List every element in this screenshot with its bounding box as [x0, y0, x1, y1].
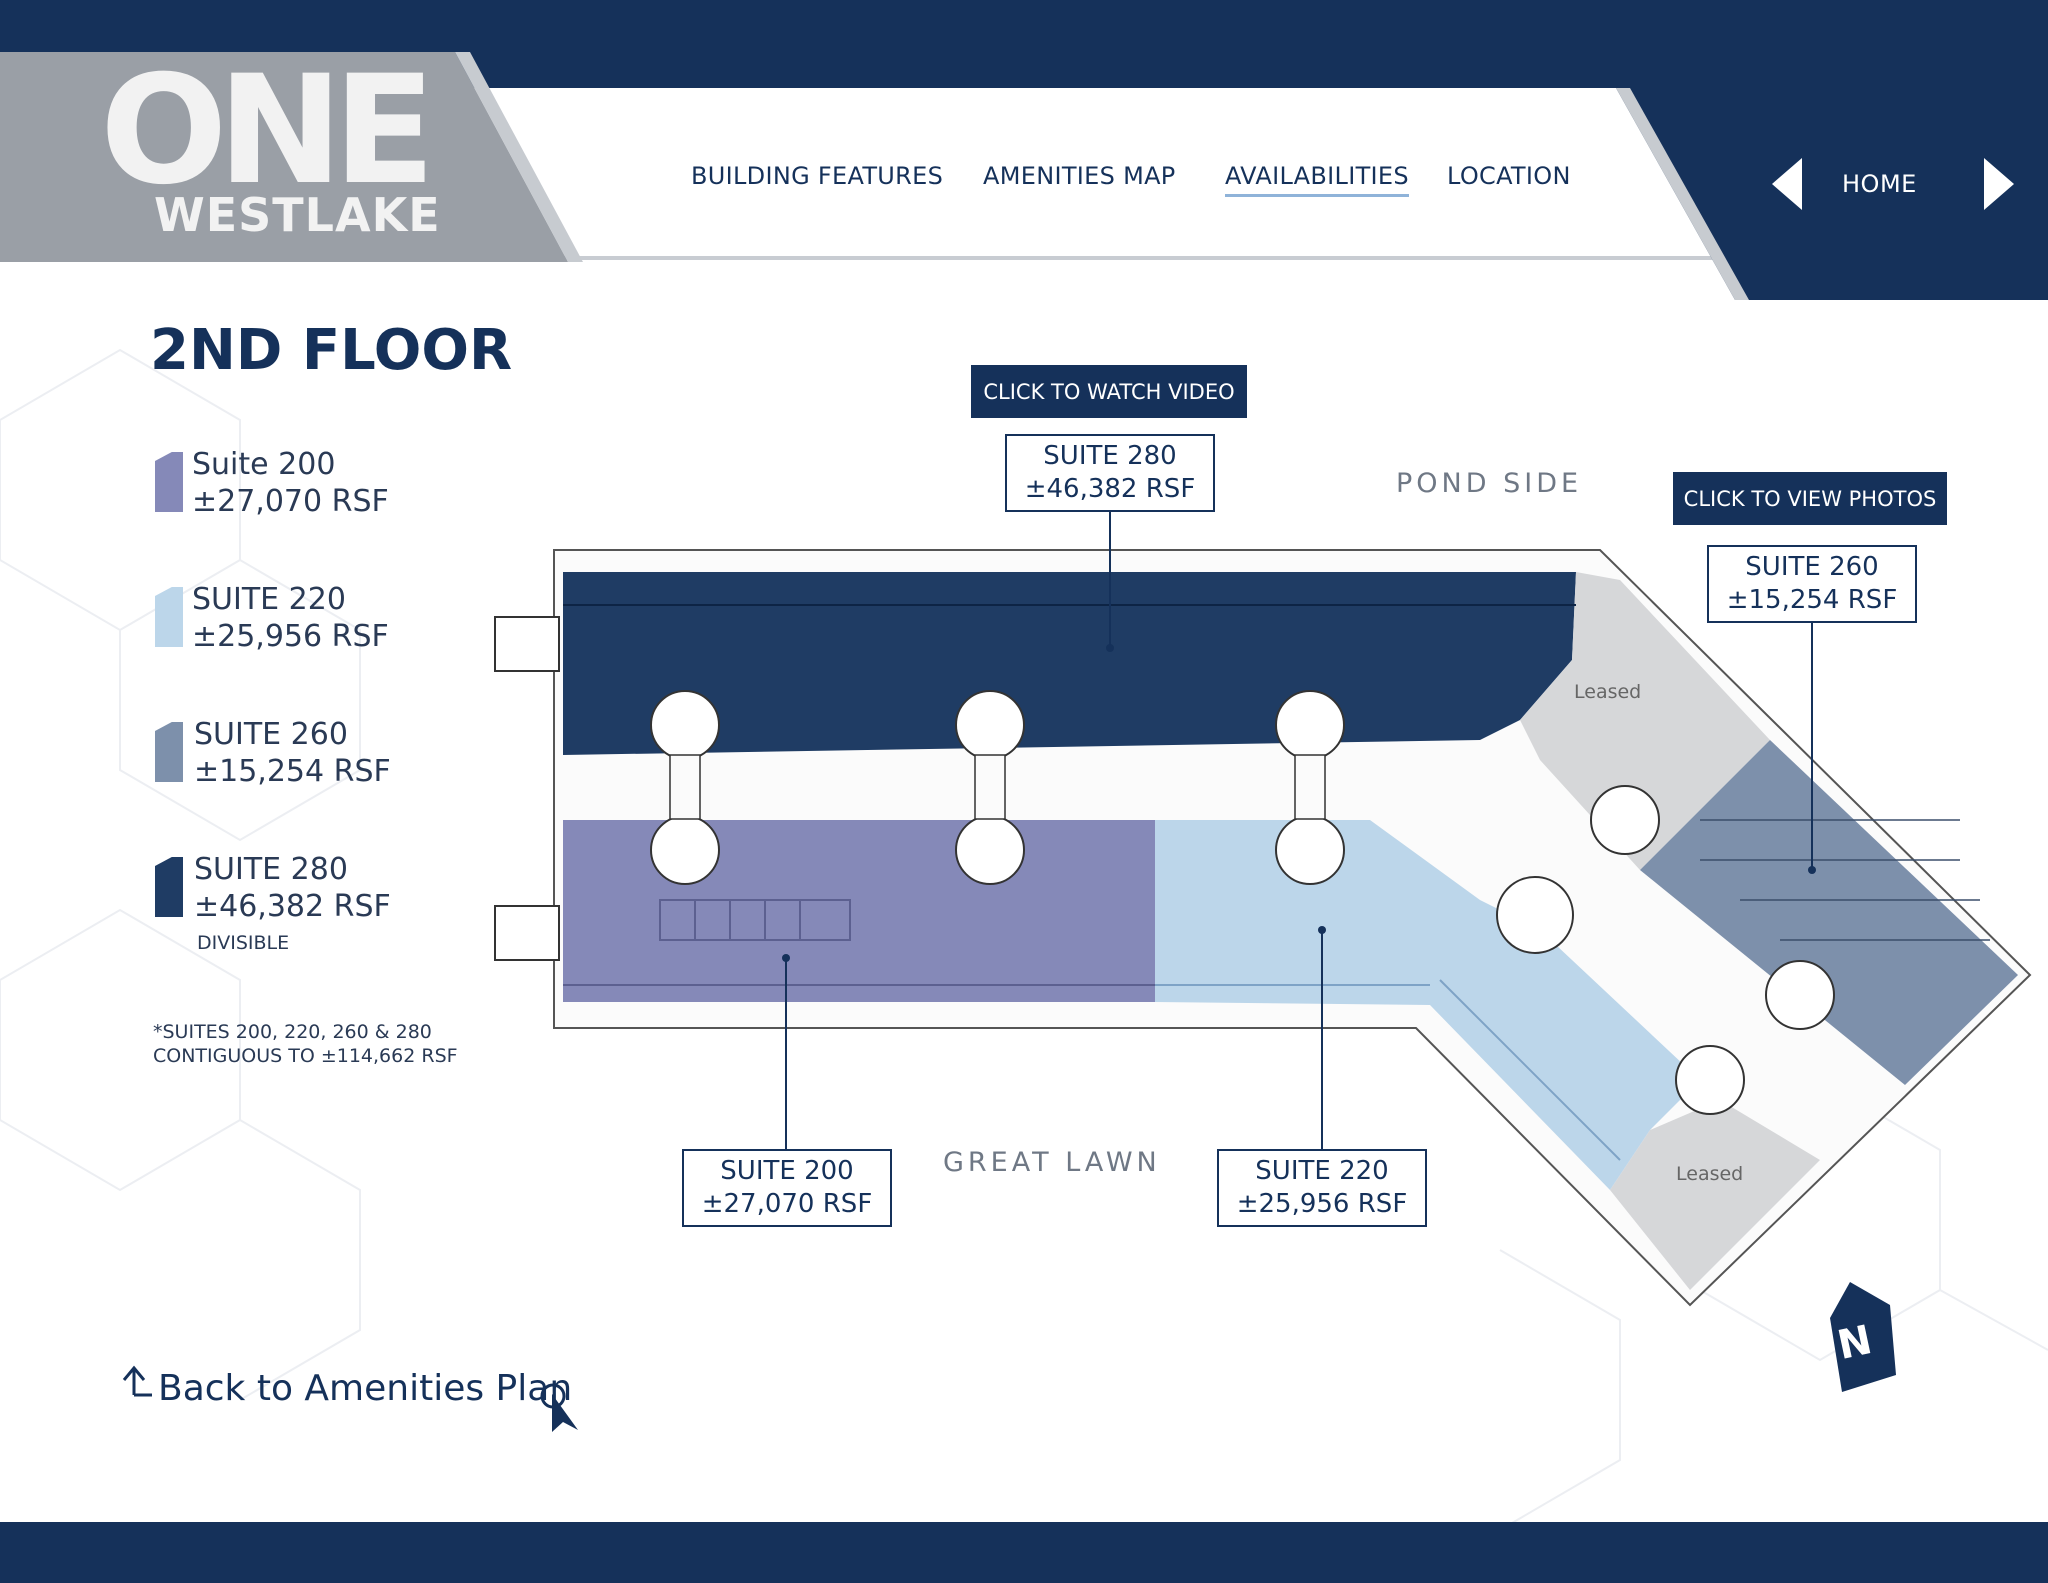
- legend-size-suite-260: ±15,254 RSF: [194, 754, 391, 789]
- leased-label-north: Leased: [1574, 681, 1642, 703]
- triangle-left-icon[interactable]: [1772, 158, 1802, 210]
- nav-availabilities[interactable]: AVAILABILITIES: [1225, 162, 1409, 197]
- watch-video-button[interactable]: CLICK TO WATCH VIDEO: [971, 365, 1247, 418]
- legend-swatch-suite-280: [155, 857, 183, 917]
- page-title: 2ND FLOOR: [150, 318, 513, 383]
- legend-name-suite-220: SUITE 220: [192, 582, 346, 617]
- legend-size-suite-200: ±27,070 RSF: [192, 484, 389, 519]
- callout-suite-260[interactable]: SUITE 260 ±15,254 RSF: [1707, 545, 1917, 623]
- callout-suite-280-name: SUITE 280: [1043, 441, 1177, 471]
- back-to-amenities-label: Back to Amenities Plan: [158, 1368, 573, 1409]
- legend-name-suite-280: SUITE 280: [194, 852, 348, 887]
- legend-size-suite-220: ±25,956 RSF: [192, 619, 389, 654]
- callout-suite-200[interactable]: SUITE 200 ±27,070 RSF: [682, 1149, 892, 1227]
- callout-suite-220-size: ±25,956 RSF: [1236, 1189, 1408, 1219]
- callout-suite-280-size: ±46,382 RSF: [1024, 474, 1196, 504]
- nav-building-features[interactable]: BUILDING FEATURES: [691, 162, 944, 190]
- footnote-line-1: *SUITES 200, 220, 260 & 280: [153, 1021, 432, 1043]
- logo-westlake: WESTLAKE: [154, 188, 441, 242]
- leased-area-south: [1610, 1100, 1820, 1290]
- view-photos-button[interactable]: CLICK TO VIEW PHOTOS: [1673, 472, 1947, 525]
- callout-suite-260-name: SUITE 260: [1745, 552, 1879, 582]
- logo-plate: [0, 52, 568, 262]
- bottom-bar: [0, 1522, 2048, 1583]
- legend-note-divisible: DIVISIBLE: [197, 932, 290, 954]
- legend-swatch-suite-260: [155, 722, 183, 782]
- floor-plan: [494, 549, 2032, 1307]
- nav-location[interactable]: LOCATION: [1447, 162, 1571, 190]
- callout-suite-220-name: SUITE 220: [1255, 1156, 1389, 1186]
- nav-amenities-map[interactable]: AMENITIES MAP: [983, 162, 1176, 190]
- triangle-right-icon[interactable]: [1984, 158, 2014, 210]
- north-arrow-icon: [1830, 1282, 1896, 1392]
- home-button[interactable]: HOME: [1842, 170, 1917, 198]
- legend-name-suite-260: SUITE 260: [194, 717, 348, 752]
- callout-leaders: [785, 508, 1813, 1150]
- footnote-line-2: CONTIGUOUS TO ±114,662 RSF: [153, 1045, 458, 1067]
- leased-label-south: Leased: [1676, 1163, 1744, 1185]
- suite-260-area[interactable]: [1640, 740, 2018, 1085]
- pointer-cursor-icon: [540, 1383, 578, 1432]
- callout-suite-200-name: SUITE 200: [720, 1156, 854, 1186]
- callout-suite-200-size: ±27,070 RSF: [701, 1189, 873, 1219]
- callout-suite-280[interactable]: SUITE 280 ±46,382 RSF: [1005, 434, 1215, 512]
- suite-220-area[interactable]: [1155, 820, 1700, 1190]
- legend-swatch-suite-220: [155, 587, 183, 647]
- callout-suite-220[interactable]: SUITE 220 ±25,956 RSF: [1217, 1149, 1427, 1227]
- legend-name-suite-200: Suite 200: [192, 447, 336, 482]
- callout-suite-260-size: ±15,254 RSF: [1726, 585, 1898, 615]
- pond-side-label: POND SIDE: [1396, 468, 1583, 499]
- back-to-amenities-link[interactable]: Back to Amenities Plan: [158, 1368, 572, 1409]
- great-lawn-label: GREAT LAWN: [943, 1147, 1161, 1178]
- legend-size-suite-280: ±46,382 RSF: [194, 889, 391, 924]
- home-panel: [1616, 88, 2048, 300]
- back-arrow-icon: [122, 1365, 152, 1397]
- legend-swatch-suite-200: [155, 452, 183, 512]
- leased-area-north: [1520, 572, 1770, 870]
- logo-one: ONE: [100, 44, 436, 218]
